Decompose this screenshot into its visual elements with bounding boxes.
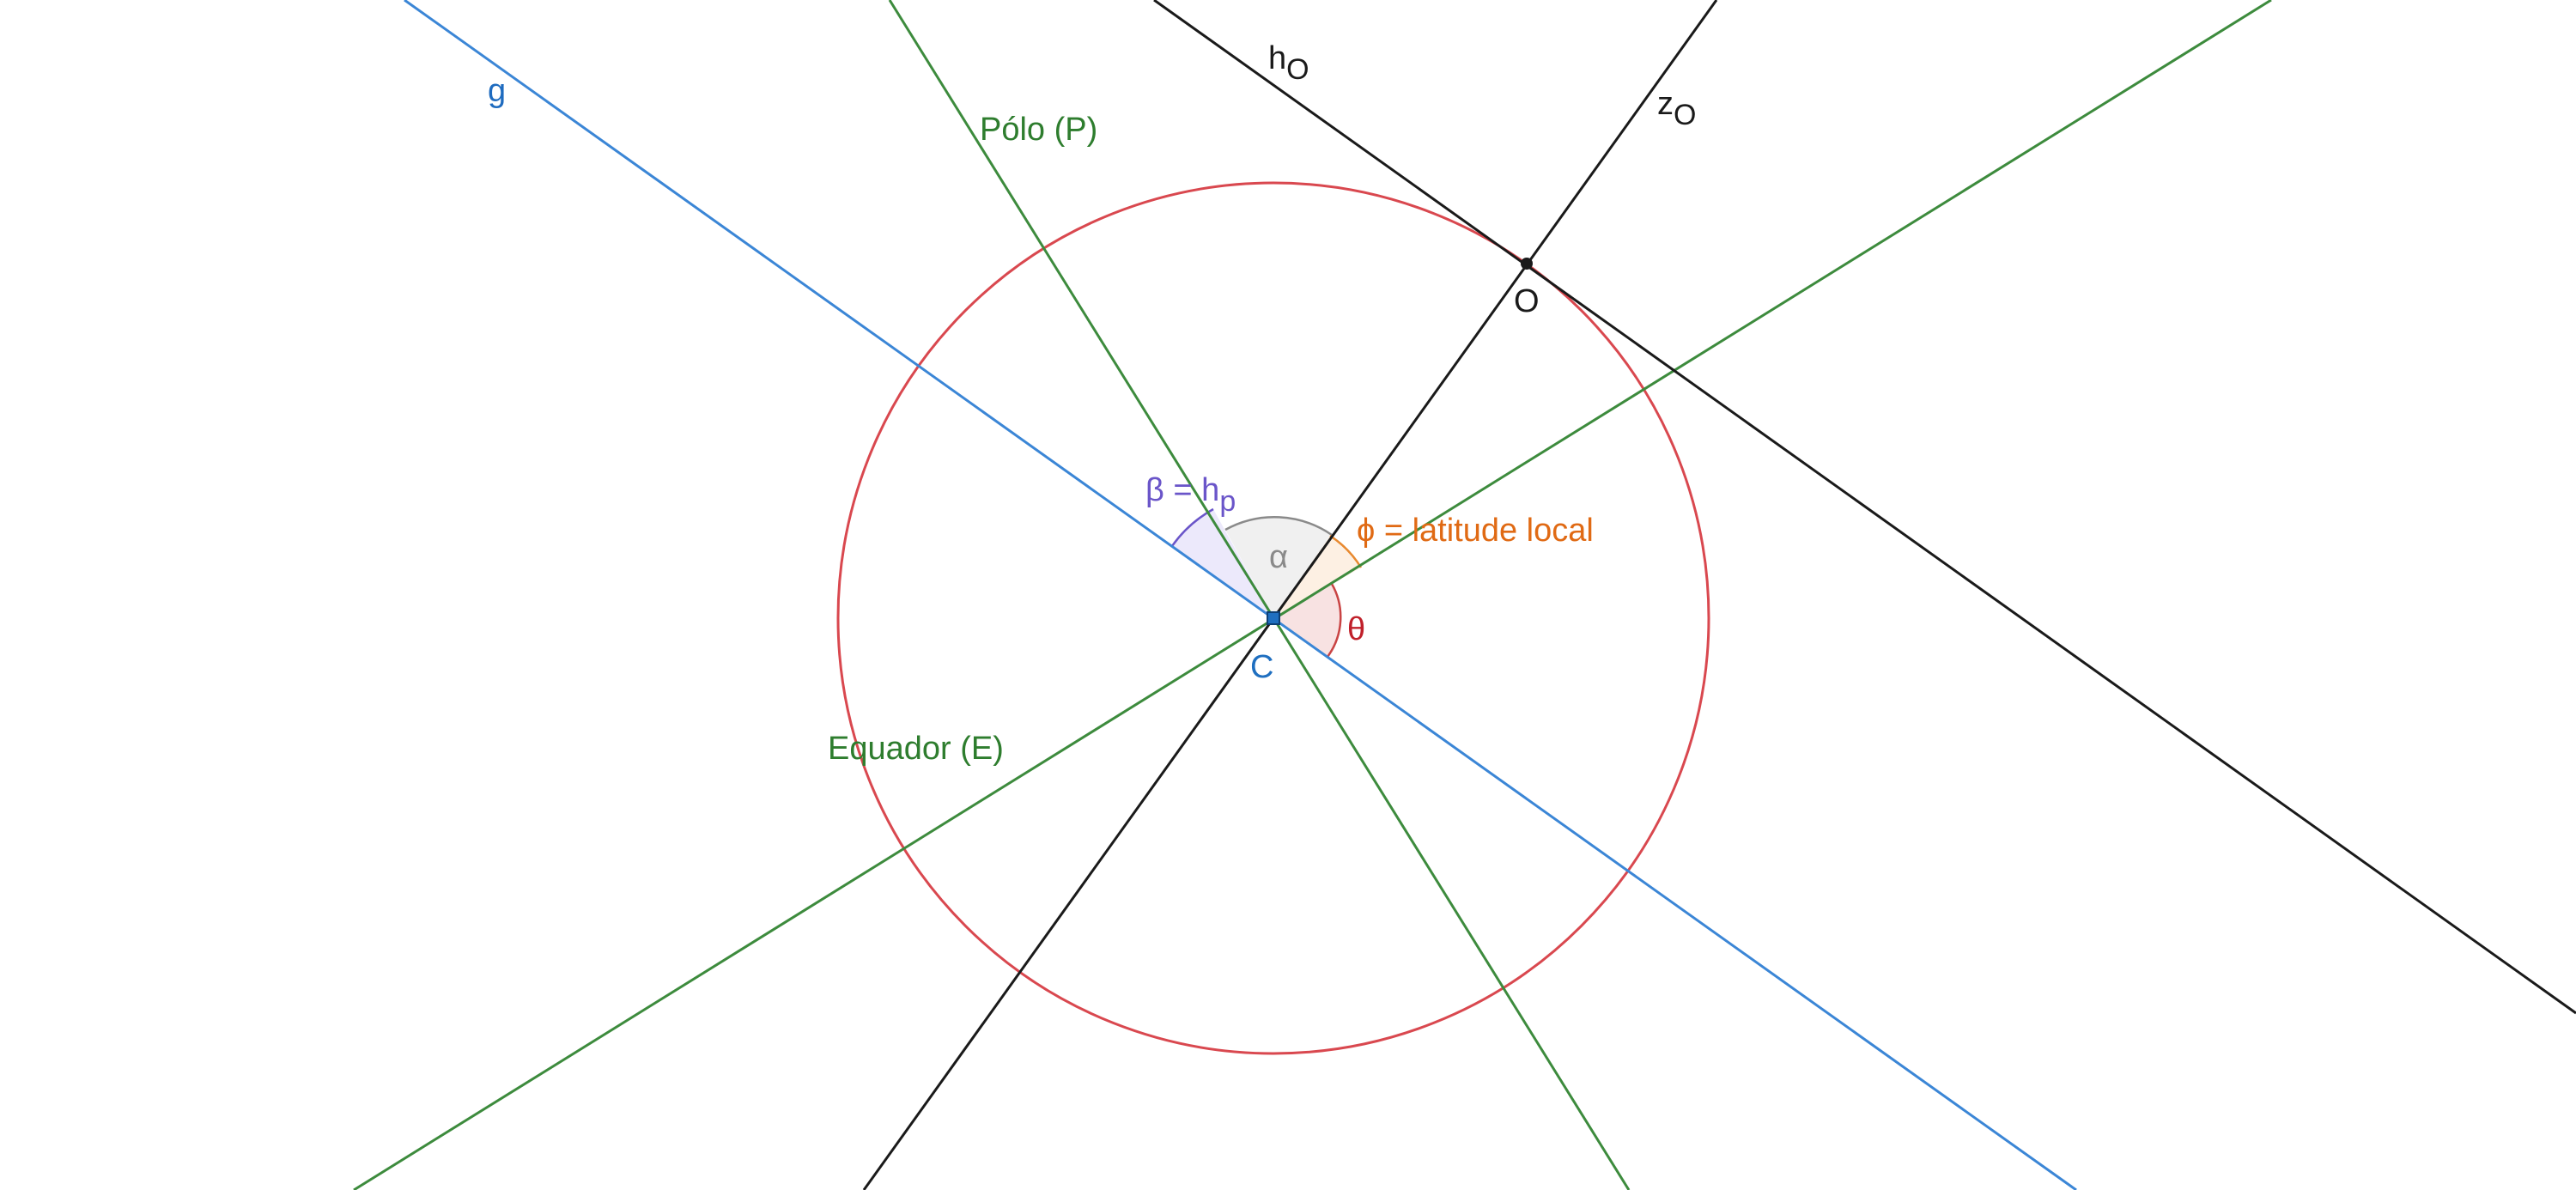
beta-angle-stroke (1170, 507, 1214, 547)
label-point-C: C (1250, 649, 1273, 685)
label-equador: Equador (E) (828, 731, 1004, 767)
label-polo: Pólo (P) (980, 112, 1097, 148)
equador-line (353, 0, 2272, 1190)
line-g (404, 0, 2077, 1190)
alpha-angle-stroke (1224, 515, 1333, 537)
label-beta-main: β = h (1145, 472, 1219, 508)
zenith-line (862, 0, 1718, 1190)
phi-angle-arc (1273, 536, 1361, 618)
horizon-line (1153, 0, 2576, 1015)
alpha-angle-arc (1225, 517, 1332, 618)
label-point-O: O (1514, 283, 1540, 319)
point-O-marker[interactable] (1521, 258, 1533, 270)
label-alpha: α (1269, 539, 1288, 575)
label-beta-sub: p (1219, 485, 1236, 518)
label-theta: θ (1347, 611, 1365, 647)
earth-circle (836, 181, 1710, 1055)
label-h-sub: O (1286, 53, 1309, 86)
label-phi: ϕ = latitude local (1357, 513, 1594, 549)
label-z-O: zO (1657, 86, 1696, 131)
theta-angle-arc (1273, 584, 1341, 657)
theta-angle-stroke (1326, 583, 1342, 658)
label-z-main: z (1657, 86, 1674, 122)
polo-line (888, 0, 1631, 1190)
beta-angle-arc (1172, 509, 1273, 618)
label-z-sub: O (1674, 99, 1696, 131)
point-C-marker[interactable] (1267, 611, 1280, 625)
label-beta: β = hp (1145, 472, 1236, 518)
label-h-O: hO (1268, 40, 1309, 86)
label-g: g (488, 73, 506, 109)
label-h-main: h (1268, 40, 1286, 76)
